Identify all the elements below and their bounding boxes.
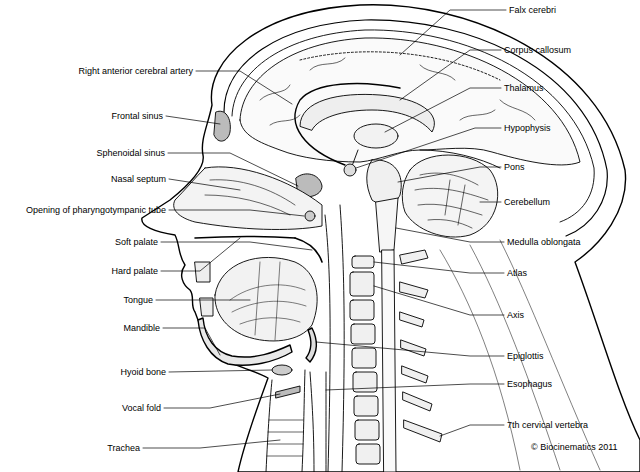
part-label: Trachea bbox=[106, 443, 141, 454]
spinal-cord bbox=[382, 250, 396, 472]
gyri bbox=[260, 58, 535, 125]
vertebra bbox=[354, 396, 378, 416]
tentorium bbox=[420, 150, 500, 168]
part-label: Thalamus bbox=[503, 83, 545, 94]
part-label: Pons bbox=[503, 162, 526, 173]
leader-line bbox=[480, 202, 501, 203]
spinous-process bbox=[402, 366, 428, 383]
vocal-fold bbox=[276, 386, 300, 398]
hypophysis-gland bbox=[344, 164, 356, 176]
pharynx bbox=[325, 205, 344, 472]
leader-lines bbox=[143, 10, 506, 448]
leader-line bbox=[396, 228, 504, 242]
medulla-oblongata bbox=[376, 198, 398, 252]
soft-palate bbox=[295, 238, 322, 262]
part-label: Opening of pharyngotympanic tube bbox=[25, 205, 167, 216]
leader-line bbox=[385, 88, 501, 132]
part-label: Corpus callosum bbox=[503, 45, 572, 56]
vertebra bbox=[352, 348, 376, 368]
part-label: Falx cerebri bbox=[508, 5, 557, 16]
tongue-fibers bbox=[230, 262, 306, 340]
hard-palate bbox=[195, 237, 295, 239]
nasal-cavity bbox=[174, 167, 322, 230]
leader-line bbox=[400, 50, 501, 100]
larynx bbox=[266, 370, 305, 472]
part-label: Right anterior cerebral artery bbox=[77, 66, 194, 77]
leader-line bbox=[161, 242, 312, 250]
part-label: Sphenoidal sinus bbox=[95, 148, 166, 159]
leader-line bbox=[169, 179, 240, 190]
spinous-process bbox=[400, 282, 428, 298]
leader-line bbox=[374, 262, 504, 273]
spinous-process bbox=[403, 392, 432, 411]
cerebellar-folia bbox=[415, 173, 488, 228]
leader-line bbox=[196, 71, 292, 104]
falx-cerebri bbox=[300, 52, 500, 80]
leader-line bbox=[169, 370, 272, 372]
part-label: Mandible bbox=[122, 323, 161, 334]
part-label: Vocal fold bbox=[121, 403, 162, 414]
leader-line bbox=[161, 238, 240, 271]
part-label: Nasal septum bbox=[110, 174, 167, 185]
axis bbox=[350, 272, 374, 296]
leader-line bbox=[156, 300, 250, 301]
spinous-process bbox=[400, 250, 428, 264]
cervical-vertebrae bbox=[350, 256, 380, 464]
anterior-cerebral-artery bbox=[295, 84, 400, 165]
part-label: Frontal sinus bbox=[110, 111, 164, 122]
hypophysis bbox=[352, 150, 358, 166]
spinous-process bbox=[400, 312, 424, 327]
trachea-rings bbox=[267, 420, 303, 456]
leader-line bbox=[164, 394, 280, 408]
head-outline bbox=[142, 5, 640, 472]
part-label: 7th cervical vertebra bbox=[506, 420, 589, 431]
part-label: Medulla oblongata bbox=[506, 237, 582, 248]
leader-line bbox=[326, 384, 504, 390]
leader-line bbox=[398, 167, 501, 182]
neck-muscles bbox=[440, 240, 600, 470]
leader-line bbox=[440, 425, 504, 436]
tongue bbox=[215, 257, 317, 341]
spinous-processes bbox=[400, 250, 442, 442]
part-label: © Biocinematics 2011 bbox=[530, 442, 619, 453]
part-label: Hard palate bbox=[110, 266, 159, 277]
cerebrum bbox=[240, 38, 580, 165]
spinous-process bbox=[404, 420, 442, 442]
spinous-process bbox=[401, 340, 426, 356]
part-label: Soft palate bbox=[114, 237, 159, 248]
part-label: Hyoid bone bbox=[119, 367, 167, 378]
epiglottis bbox=[306, 328, 316, 362]
vertebra bbox=[356, 444, 380, 464]
leader-line bbox=[163, 328, 220, 355]
leader-line bbox=[143, 440, 280, 448]
part-label: Esophagus bbox=[506, 379, 553, 390]
atlas bbox=[352, 256, 374, 268]
part-label: Cerebellum bbox=[503, 197, 551, 208]
part-label: Atlas bbox=[506, 268, 528, 279]
leader-line bbox=[374, 286, 504, 315]
leader-line bbox=[168, 153, 298, 186]
teeth bbox=[195, 262, 213, 316]
frontal-sinus bbox=[214, 111, 230, 141]
part-label: Hypophysis bbox=[503, 123, 552, 134]
hyoid-bone bbox=[272, 365, 292, 375]
part-label: Epiglottis bbox=[506, 351, 545, 362]
vertebra bbox=[355, 420, 379, 440]
esophagus bbox=[310, 372, 326, 472]
leader-line bbox=[166, 116, 220, 124]
leader-line bbox=[400, 10, 506, 55]
mandible bbox=[198, 318, 292, 365]
part-label: Axis bbox=[506, 310, 525, 321]
tube-opening bbox=[305, 211, 315, 221]
leader-line bbox=[316, 342, 504, 356]
vertebra bbox=[350, 300, 374, 320]
part-label: Tongue bbox=[122, 295, 154, 306]
leader-line bbox=[169, 210, 304, 216]
vertebra bbox=[351, 324, 375, 344]
thalamus bbox=[354, 124, 398, 148]
leader-line bbox=[356, 128, 501, 168]
pons bbox=[367, 160, 402, 204]
